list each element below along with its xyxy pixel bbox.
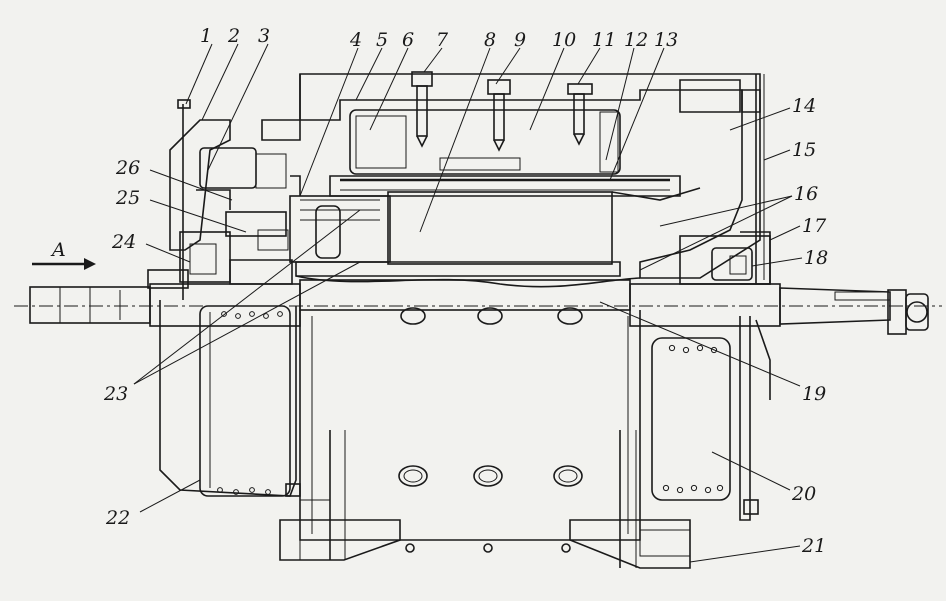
- right-vent-cover: [651, 316, 771, 521]
- callout-11: 11: [592, 29, 616, 51]
- bolt-7: [411, 71, 433, 148]
- callout-16: 16: [794, 183, 818, 205]
- callout-24: 24: [111, 231, 136, 253]
- bolt-11: [567, 83, 593, 146]
- pole-bolts: [411, 71, 593, 152]
- direction-arrow: A: [32, 239, 96, 270]
- callout-4: 4: [349, 29, 362, 51]
- callout-22: 22: [105, 507, 130, 529]
- shaft: [14, 279, 942, 335]
- commutator-assembly: [196, 147, 391, 263]
- callout-12: 12: [624, 29, 648, 51]
- callout-15: 15: [792, 139, 816, 161]
- callout-18: 18: [804, 247, 828, 269]
- callout-3: 3: [258, 25, 270, 47]
- callout-2: 2: [227, 25, 240, 47]
- callout-7: 7: [436, 29, 449, 51]
- callout-26: 26: [115, 157, 140, 179]
- callout-20: 20: [791, 483, 816, 505]
- callout-1: 1: [200, 25, 212, 47]
- callout-17: 17: [802, 215, 827, 237]
- right-bearing: [679, 231, 771, 285]
- callout-25: 25: [115, 187, 140, 209]
- callout-9: 9: [514, 29, 526, 51]
- callout-23: 23: [103, 383, 128, 405]
- armature-core: [295, 175, 701, 288]
- leader-lines: [133, 43, 803, 563]
- callout-8: 8: [484, 29, 496, 51]
- callout-21: 21: [801, 535, 826, 557]
- field-coil: [349, 109, 621, 175]
- lower-housing: [279, 307, 691, 569]
- bolt-9: [487, 79, 511, 152]
- left-vent-cover: [159, 300, 301, 497]
- direction-label: A: [50, 239, 66, 261]
- left-end-shield: [147, 99, 293, 300]
- callout-5: 5: [376, 29, 388, 51]
- callout-labels: 1 2 3 4 5 6 7 8 9 10 11 12 13 14 15 16 1…: [103, 25, 828, 557]
- callout-19: 19: [802, 383, 826, 405]
- callout-6: 6: [402, 29, 414, 51]
- callout-10: 10: [552, 29, 576, 51]
- callout-14: 14: [792, 95, 816, 117]
- callout-13: 13: [654, 29, 678, 51]
